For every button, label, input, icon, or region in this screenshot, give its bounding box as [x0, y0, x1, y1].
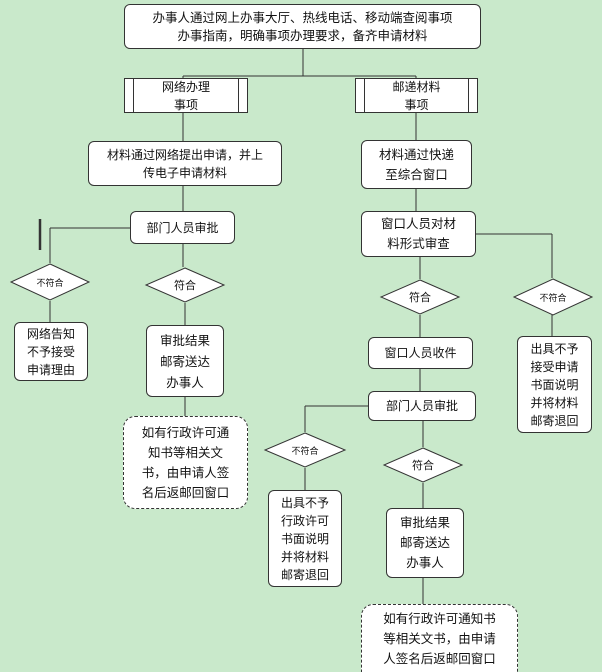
mail-process-box: 邮递材料 事项 [355, 78, 478, 113]
mail-accept-label-2: 符合 [412, 459, 434, 472]
mail-accept-label-1: 符合 [409, 291, 431, 304]
online-process-box: 网络办理 事项 [124, 78, 248, 113]
mail-review-box: 部门人员审批 [368, 391, 476, 421]
start-box: 办事人通过网上办事大厅、热线电话、移动端查阅事项 办事指南，明确事项办理要求，备… [124, 4, 481, 49]
online-reject-result-box: 网络告知 不予接受 申请理由 [14, 322, 88, 381]
online-note-box: 如有行政许可通 知书等相关文 书，由申请人签 名后返邮回窗口 [123, 416, 248, 509]
decision-reject-left [9, 263, 91, 301]
online-reject-label: 不符合 [36, 278, 64, 289]
online-review-box: 部门人员审批 [130, 211, 235, 244]
decision-reject-right-1 [512, 278, 594, 316]
mail-reject-label-2: 不符合 [291, 446, 319, 457]
mail-reject-result-box-2: 出具不予 行政许可 书面说明 并将材料 邮寄退回 [268, 490, 342, 587]
online-accept-result-box: 审批结果 邮寄送达 办事人 [146, 325, 224, 397]
online-accept-label: 符合 [174, 279, 196, 292]
mail-submit-box: 材料通过快递 至综合窗口 [361, 140, 472, 189]
mail-reject-label-1: 不符合 [539, 293, 567, 304]
decision-reject-right-2 [263, 432, 347, 468]
decision-accept-right-1 [379, 279, 461, 315]
mail-note-box: 如有行政许可通知书 等相关文书，由申请 人签名后返邮回窗口 [361, 604, 518, 672]
mail-receive-box: 窗口人员收件 [368, 337, 473, 369]
mail-reject-result-box-1: 出具不予 接受申请 书面说明 并将材料 邮寄退回 [517, 336, 592, 433]
decision-accept-right-2 [382, 447, 464, 483]
decision-accept-left [144, 267, 226, 303]
online-submit-box: 材料通过网络提出申请，并上 传电子申请材料 [88, 141, 282, 186]
mail-check-box: 窗口人员对材 料形式审查 [361, 211, 476, 257]
mail-accept-result-box-2: 审批结果 邮寄送达 办事人 [386, 508, 464, 578]
